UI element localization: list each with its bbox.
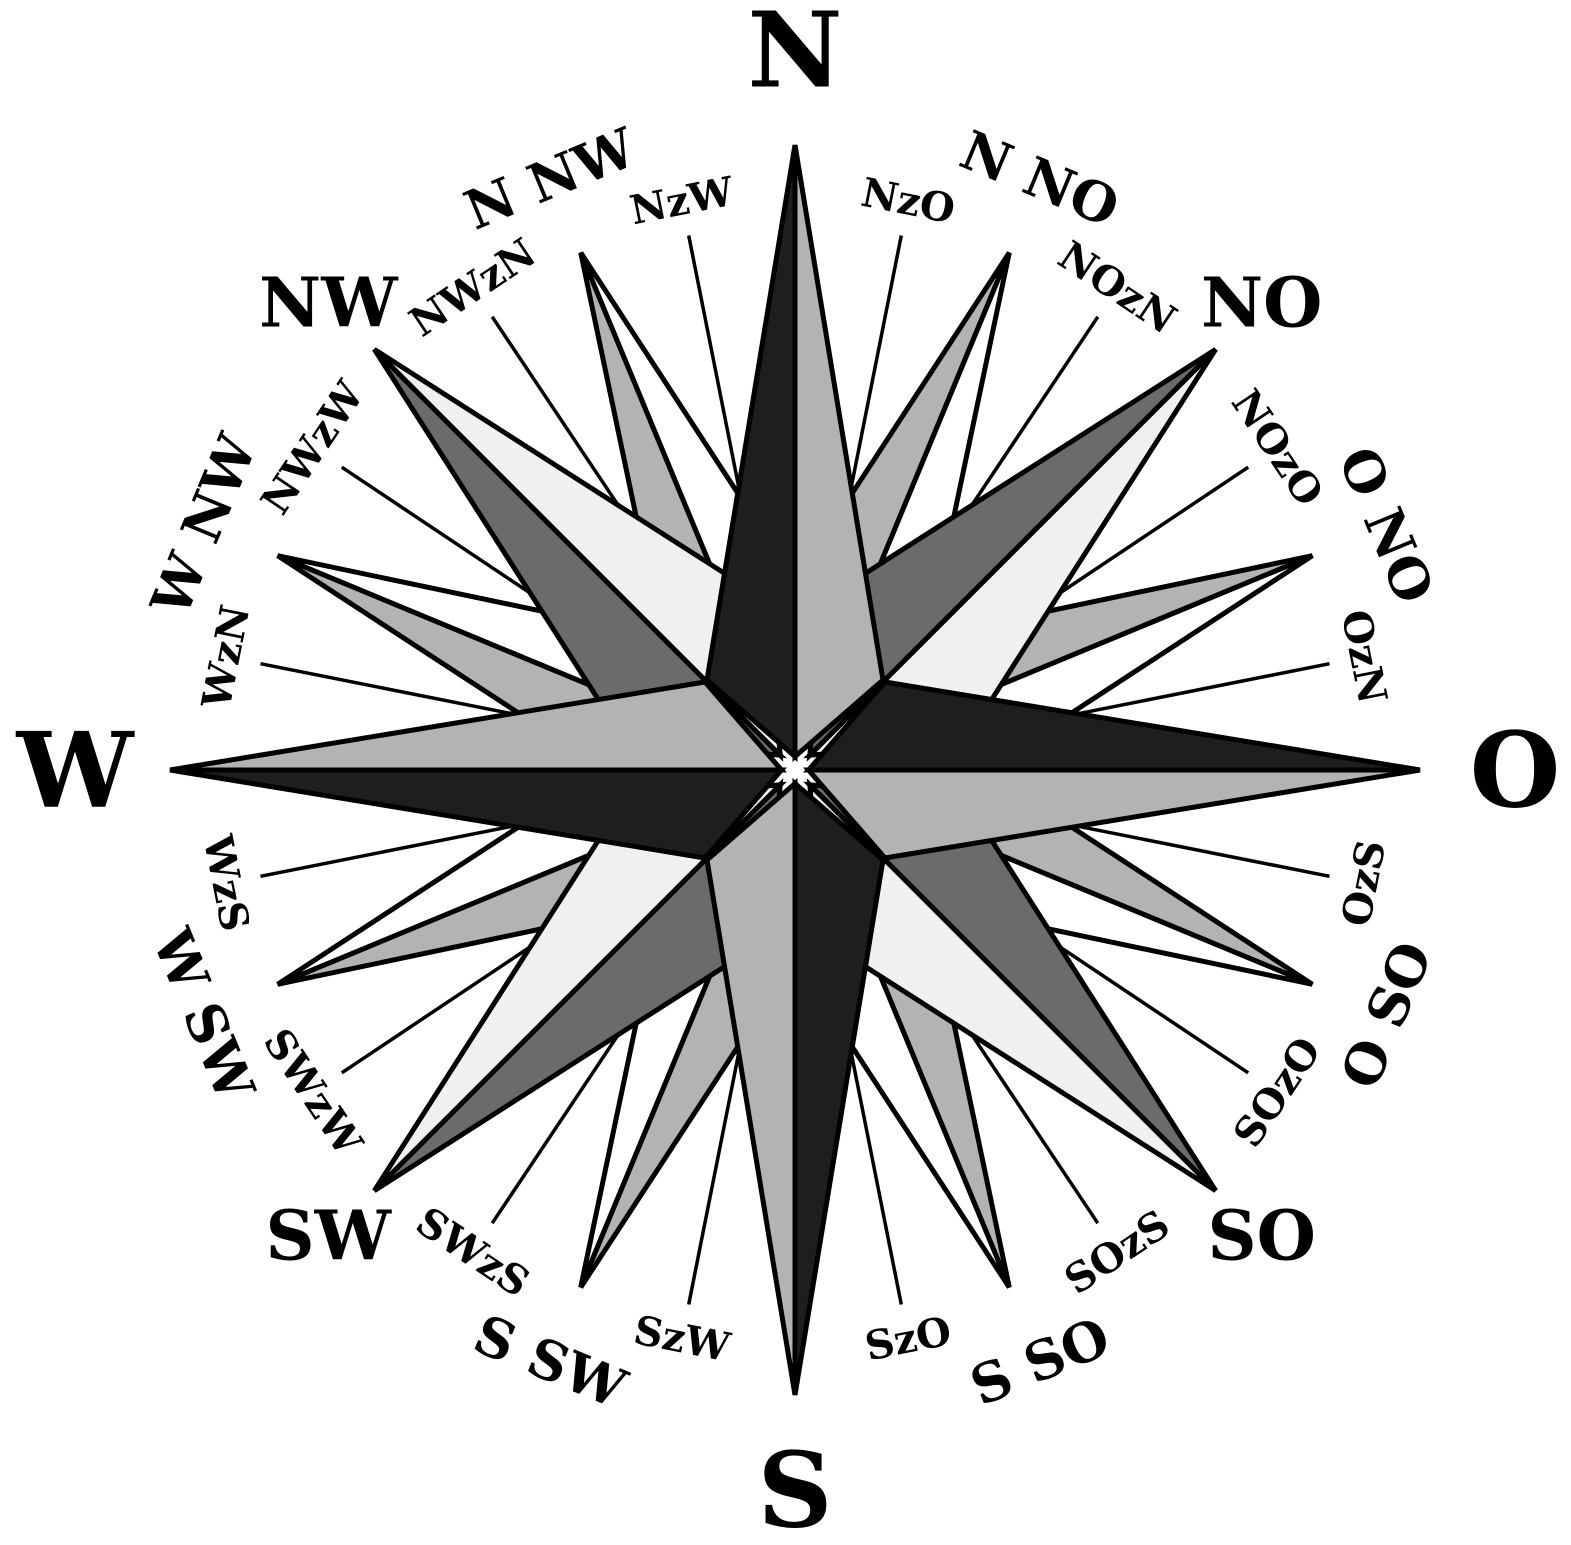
label-ono: O NO (1326, 438, 1447, 612)
point-o-left (803, 679, 1421, 773)
label-nzw: NzW (626, 168, 738, 235)
label-sozo: SOzO (1224, 1029, 1330, 1156)
point-w-right (169, 679, 787, 773)
label-n: N (747, 0, 842, 112)
rhumb-line-wzs (260, 818, 541, 879)
rhumb-line-szw (686, 1024, 747, 1305)
label-wsw: W SW (139, 919, 268, 1111)
label-sso: S SO (961, 1304, 1118, 1418)
label-wzs: WzS (193, 830, 258, 935)
rhumb-line-ozn (1049, 661, 1330, 722)
point-w-left (169, 767, 787, 861)
label-s: S (757, 1429, 832, 1545)
points-intercardinal (372, 347, 1218, 1193)
label-nwzn: NWzN (401, 229, 544, 346)
label-ozn: OzN (1332, 606, 1396, 707)
point-n-left (704, 144, 798, 762)
label-so: SO (1208, 1197, 1316, 1277)
rhumb-line-ozs (1049, 818, 1330, 879)
label-ozs: OzS (1332, 836, 1395, 930)
label-nno: N NO (952, 118, 1129, 240)
points-cardinal (169, 144, 1421, 1396)
rhumb-line-nzo (843, 235, 904, 516)
point-o-right (803, 767, 1421, 861)
label-szo: SzO (861, 1307, 955, 1370)
label-nnw: N NW (456, 115, 646, 243)
label-nozo: NOzO (1222, 381, 1333, 514)
point-n-right (792, 144, 886, 762)
label-swzs: SWzS (408, 1198, 538, 1307)
point-s-right (704, 778, 798, 1396)
label-nw: NW (259, 263, 399, 343)
label-w: W (16, 709, 136, 832)
label-nzo: NzO (857, 169, 958, 233)
label-swzw: SWzW (254, 1020, 372, 1165)
label-wzn: WzN (193, 601, 260, 713)
point-s-left (792, 778, 886, 1396)
rhumb-line-nzw (686, 235, 747, 516)
label-nozn: NOzN (1050, 232, 1185, 344)
label-o: O (1470, 709, 1561, 832)
label-szw: SzW (630, 1306, 735, 1371)
label-oso: O SO (1328, 932, 1445, 1097)
label-no: NO (1201, 263, 1322, 343)
label-ssw: S SW (465, 1302, 636, 1422)
rhumb-line-szo (843, 1024, 904, 1305)
label-sozs: SOzS (1056, 1201, 1178, 1304)
label-wnw: W NW (138, 424, 271, 626)
label-nwzw: NWzW (252, 372, 375, 523)
label-sw: SW (266, 1197, 393, 1277)
rhumb-line-wzn (260, 661, 541, 722)
